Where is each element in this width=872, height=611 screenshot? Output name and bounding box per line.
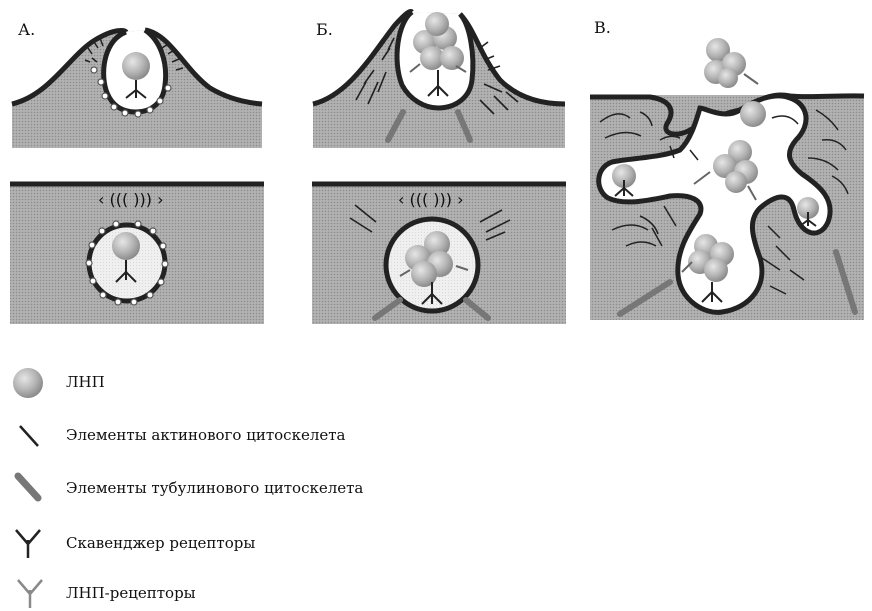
panel-c [590,38,864,320]
legend-actin-label: Элементы актинового цитоскелета [66,426,345,444]
ldl-particle-icon [13,368,43,398]
legend-tubulin-label: Элементы тубулинового цитоскелета [66,479,363,497]
legend-scavenger-label: Скавенджер рецепторы [66,534,255,552]
ldl-receptor [744,74,758,84]
svg-text:‹ ((( ))) ›: ‹ ((( ))) › [398,190,464,209]
ldl-cluster-outside [704,38,746,88]
ldl-particle [740,101,766,127]
ldl-particle [425,12,449,36]
actin-filament-icon [20,426,38,446]
ldl-particle [725,171,747,193]
ldl-particle [122,52,150,80]
ldl-particle [704,258,728,282]
legend-ldl-label: ЛНП [66,373,105,391]
legend-icons [13,368,43,608]
ldl-particle [718,68,738,88]
panel-a-top [12,30,262,148]
panel-a-bottom: ‹ ((( ))) › [10,184,264,324]
scavenger-receptor-icon [16,530,40,558]
panel-label-c: В. [594,18,611,37]
panel-label-a: А. [18,20,35,39]
ldl-receptor-icon [18,580,42,608]
panel-label-b: Б. [316,20,333,39]
ldl-particle [112,232,140,260]
tubulin-element-icon [18,476,38,498]
legend-ldl-receptor-label: ЛНП-рецепторы [66,584,196,602]
ldl-particle [411,261,437,287]
ldl-particle [440,46,464,70]
panel-b-bottom: ‹ ((( ))) › [312,184,566,324]
panel-b-top [313,12,565,148]
svg-text:‹ ((( ))) ›: ‹ ((( ))) › [98,190,164,209]
